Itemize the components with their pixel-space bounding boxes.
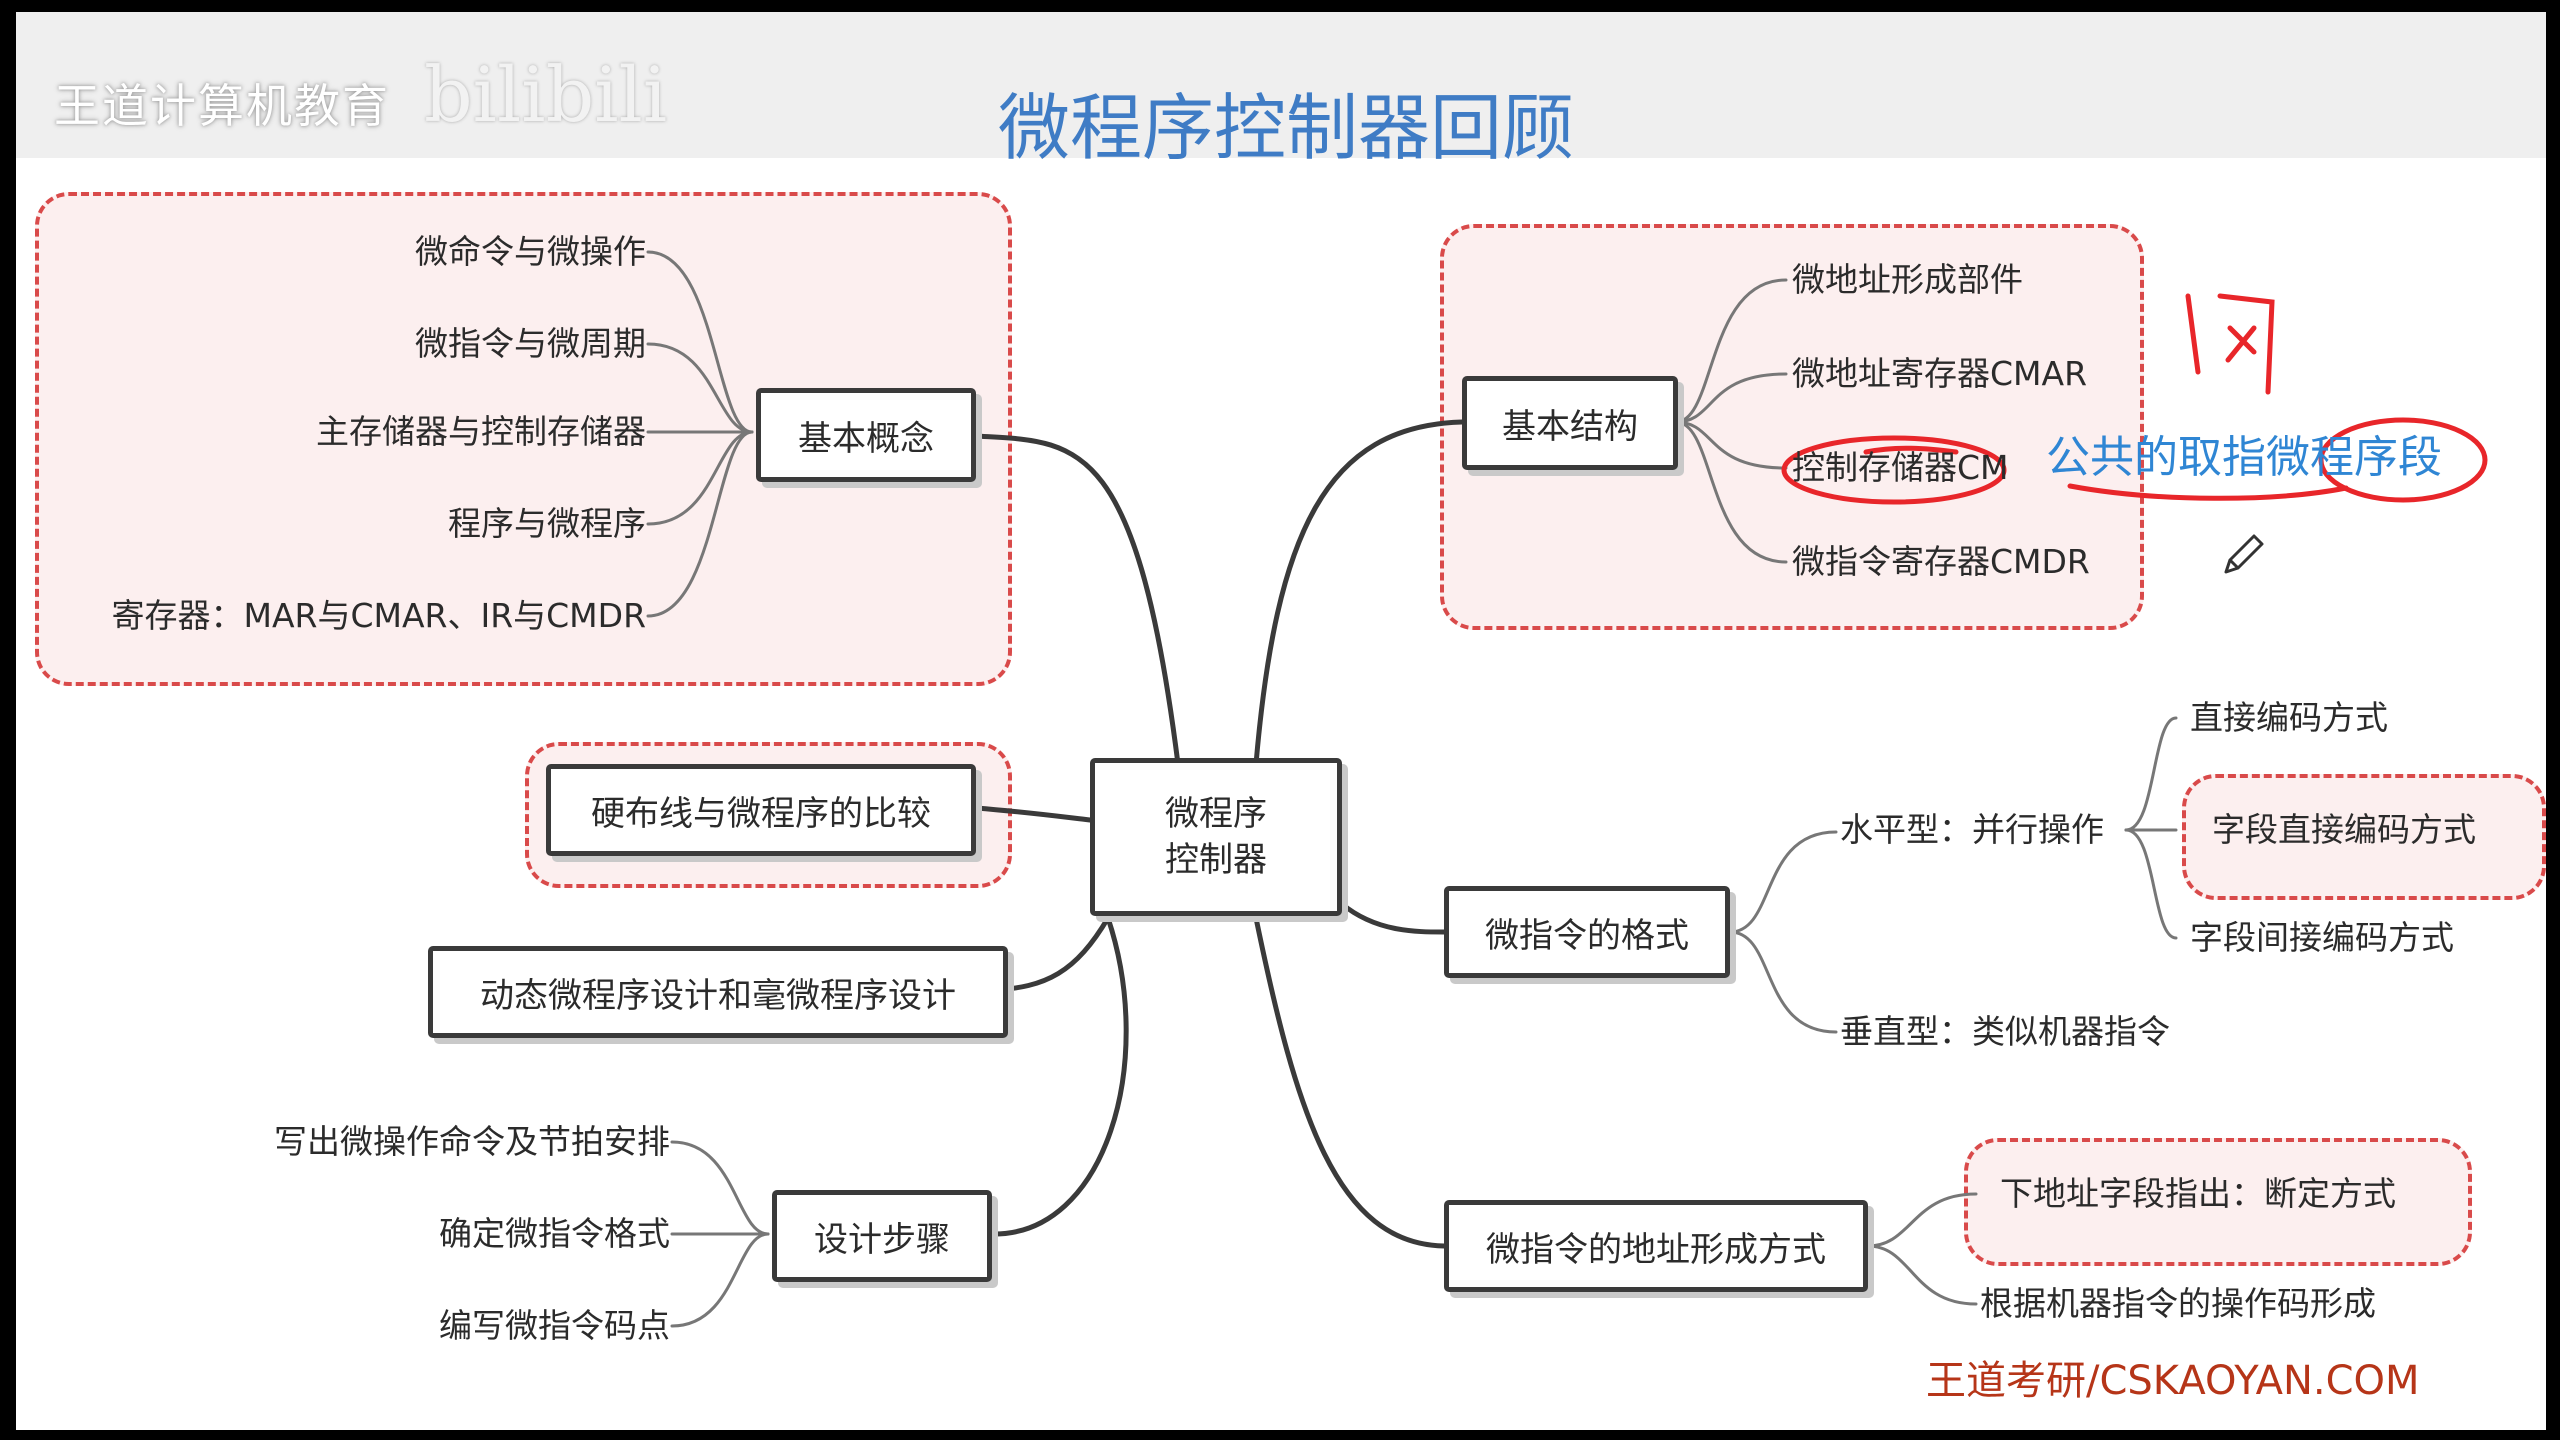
page-title: 微程序控制器回顾 <box>997 86 1574 170</box>
center-node-line1: 微程序 <box>1165 794 1267 834</box>
ink-handwriting-mark <box>2185 293 2275 395</box>
region-next-address <box>1964 1138 2472 1266</box>
leaf-structure-2: 微地址寄存器CMAR <box>1792 354 2088 393</box>
branch-line-dynamic <box>989 915 1111 993</box>
leaf-step-2: 确定微指令格式 <box>439 1214 670 1253</box>
header-band <box>16 12 2546 158</box>
leaf-opcode-address: 根据机器指令的操作码形成 <box>1980 1284 2376 1323</box>
leaf-field-indirect-coding: 字段间接编码方式 <box>2190 918 2454 957</box>
pencil-cursor-icon <box>2224 534 2264 574</box>
branch-line-format <box>1339 901 1447 935</box>
node-basic-structure[interactable]: 基本结构 <box>1462 376 1678 470</box>
slide: 王道计算机教育 bilibili 微程序控制器回顾 <box>16 12 2546 1430</box>
branch-line-design-steps <box>989 915 1129 1237</box>
leaf-step-1: 写出微操作命令及节拍安排 <box>274 1122 670 1161</box>
footer-brand: 王道考研/CSKAOYAN.COM <box>1926 1358 2420 1404</box>
ink-strike-cm <box>1863 445 1959 455</box>
branch-line-comparison <box>973 805 1093 823</box>
ink-circle-segment <box>2318 417 2488 503</box>
leaf-next-address-field: 下地址字段指出：断定方式 <box>2000 1174 2396 1213</box>
bilibili-logo: bilibili <box>424 50 668 139</box>
watermark-text: 王道计算机教育 <box>54 79 390 133</box>
node-address[interactable]: 微指令的地址形成方式 <box>1444 1200 1868 1292</box>
leaf-horizontal: 水平型：并行操作 <box>1840 810 2104 849</box>
node-format[interactable]: 微指令的格式 <box>1444 886 1730 978</box>
ink-circle-cm <box>1781 435 2007 505</box>
node-comparison[interactable]: 硬布线与微程序的比较 <box>546 764 976 856</box>
leaf-structure-3: 控制存储器CM <box>1792 448 2009 487</box>
center-node[interactable]: 微程序控制器 <box>1090 758 1342 916</box>
center-node-line2: 控制器 <box>1165 840 1267 880</box>
leaf-concept-1: 微命令与微操作 <box>415 232 646 271</box>
ink-underline <box>2067 483 2349 501</box>
leaf-field-direct-coding: 字段直接编码方式 <box>2212 810 2476 849</box>
leaf-step-3: 编写微指令码点 <box>439 1306 670 1345</box>
node-basic-concepts[interactable]: 基本概念 <box>756 388 976 482</box>
leaf-concept-4: 程序与微程序 <box>448 504 646 543</box>
leaf-direct-coding: 直接编码方式 <box>2190 698 2388 737</box>
node-design-steps[interactable]: 设计步骤 <box>772 1190 992 1282</box>
node-dynamic-design[interactable]: 动态微程序设计和毫微程序设计 <box>428 946 1008 1038</box>
leaf-structure-4: 微指令寄存器CMDR <box>1792 542 2090 581</box>
annotation-note: 公共的取指微程序段 <box>2046 432 2442 483</box>
leaf-concept-3: 主存储器与控制存储器 <box>316 412 646 451</box>
leaf-structure-1: 微地址形成部件 <box>1792 260 2023 299</box>
leaf-concept-2: 微指令与微周期 <box>415 324 646 363</box>
connector-lines <box>646 250 2488 1328</box>
branch-line-basic-structure <box>1253 419 1465 767</box>
leaf-vertical: 垂直型：类似机器指令 <box>1840 1012 2170 1051</box>
leaf-concept-5: 寄存器：MAR与CMAR、IR与CMDR <box>111 596 646 635</box>
branch-line-address <box>1253 915 1447 1249</box>
region-field-direct <box>2182 774 2546 900</box>
branch-line-basic-concepts <box>973 433 1181 767</box>
